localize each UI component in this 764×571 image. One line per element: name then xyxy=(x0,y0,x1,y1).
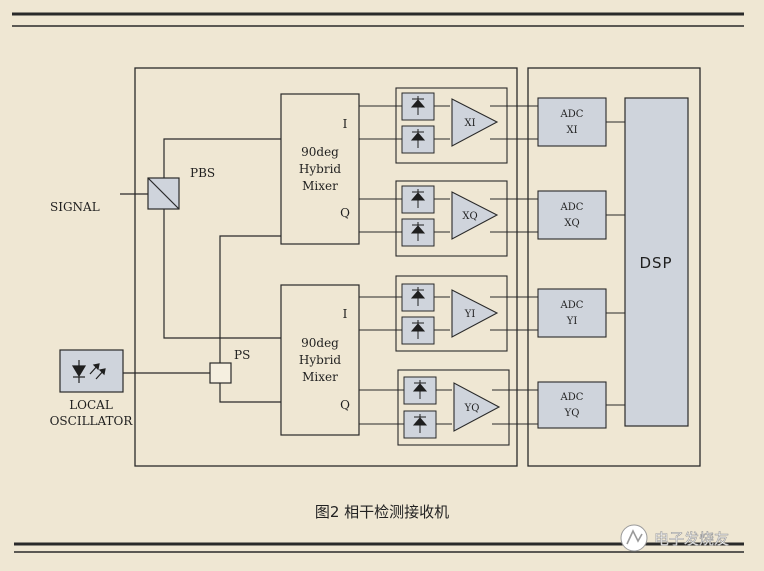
adc-xq-label: ADC xyxy=(560,202,584,213)
ps-to-mixer-bottom xyxy=(219,383,281,403)
tia-amplifier xyxy=(451,191,499,240)
mixer-top-q-label: Q xyxy=(340,206,350,220)
mixer-top-label-1: 90deg xyxy=(301,145,339,159)
mixer-top-i-label: I xyxy=(343,117,348,131)
pbs-to-mixer-top xyxy=(163,138,281,178)
mixer-bottom-label-1: 90deg xyxy=(301,336,339,350)
mixer-bottom-i-label: I xyxy=(343,307,348,321)
mixer-bottom-label-2: Hybrid xyxy=(299,353,342,367)
photodiode-icon xyxy=(410,287,426,306)
pbs-diagonal xyxy=(147,177,180,210)
channel-yi: YI ADC YI xyxy=(359,275,625,352)
adc-yi-label: ADC xyxy=(560,300,584,311)
ps-label: PS xyxy=(234,348,250,362)
ps-block xyxy=(209,362,232,384)
channel-xq: XQ ADC XQ xyxy=(359,180,625,257)
pbs-to-mixer-bottom xyxy=(163,209,281,339)
photodiode-icon xyxy=(412,414,428,433)
channel-xi-label: XI xyxy=(464,118,475,129)
adc-xi-block xyxy=(537,97,607,147)
channel-yi-label: YI xyxy=(464,309,476,320)
tia-amplifier xyxy=(453,382,501,432)
mixer-bottom-label-3: Mixer xyxy=(302,370,338,384)
adc-xq-block xyxy=(537,190,607,240)
photodiode-icon xyxy=(410,320,426,339)
dsp-label: DSP xyxy=(639,254,672,272)
dsp-block xyxy=(624,97,689,427)
photodiode-icon xyxy=(410,189,426,208)
photodiode-icon xyxy=(412,380,428,399)
photodiode-icon xyxy=(410,96,426,115)
adc-yq-label: ADC xyxy=(560,392,584,403)
tia-amplifier xyxy=(451,289,499,338)
channel-yq: YQ ADC YQ xyxy=(359,369,625,446)
channel-xq-label: XQ xyxy=(462,211,477,222)
adc-yq-block xyxy=(537,381,607,429)
local-oscillator-label-1: LOCAL xyxy=(69,398,113,412)
ps-to-mixer-top xyxy=(219,235,281,363)
adc-xq-channel: XQ xyxy=(564,218,579,229)
adc-yq-channel: YQ xyxy=(564,408,580,419)
watermark-text: 电子发烧友 xyxy=(654,530,729,548)
adc-xi-label: ADC xyxy=(560,109,584,120)
watermark-logo: 电子发烧友 xyxy=(620,524,729,552)
adc-xi-channel: XI xyxy=(566,125,577,136)
mixer-bottom-q-label: Q xyxy=(340,398,350,412)
channel-xi-frame xyxy=(395,87,508,164)
signal-label: SIGNAL xyxy=(50,200,100,214)
mixer-top-label-3: Mixer xyxy=(302,179,338,193)
adc-yi-block xyxy=(537,288,607,338)
electrical-backend-frame xyxy=(527,67,701,467)
channel-yq-label: YQ xyxy=(464,403,480,414)
channel-xq-frame xyxy=(395,180,508,257)
photodiode-icon xyxy=(410,222,426,241)
mixer-top-label-2: Hybrid xyxy=(299,162,342,176)
local-oscillator-block xyxy=(59,349,124,393)
tia-amplifier xyxy=(451,98,499,147)
laser-diode-icon xyxy=(71,360,106,383)
channel-yq-frame xyxy=(397,369,510,446)
hybrid-mixer-top xyxy=(280,93,360,245)
channel-xi: XI ADC XI xyxy=(359,87,625,164)
pbs-label: PBS xyxy=(190,166,215,180)
adc-yi-channel: YI xyxy=(566,316,578,327)
figure-caption: 图2 相干检测接收机 xyxy=(315,503,449,521)
channel-yi-frame xyxy=(395,275,508,352)
local-oscillator-label-2: OSCILLATOR xyxy=(50,414,134,428)
optical-frontend-frame xyxy=(134,67,518,467)
hybrid-mixer-bottom xyxy=(280,284,360,436)
photodiode-icon xyxy=(410,129,426,148)
